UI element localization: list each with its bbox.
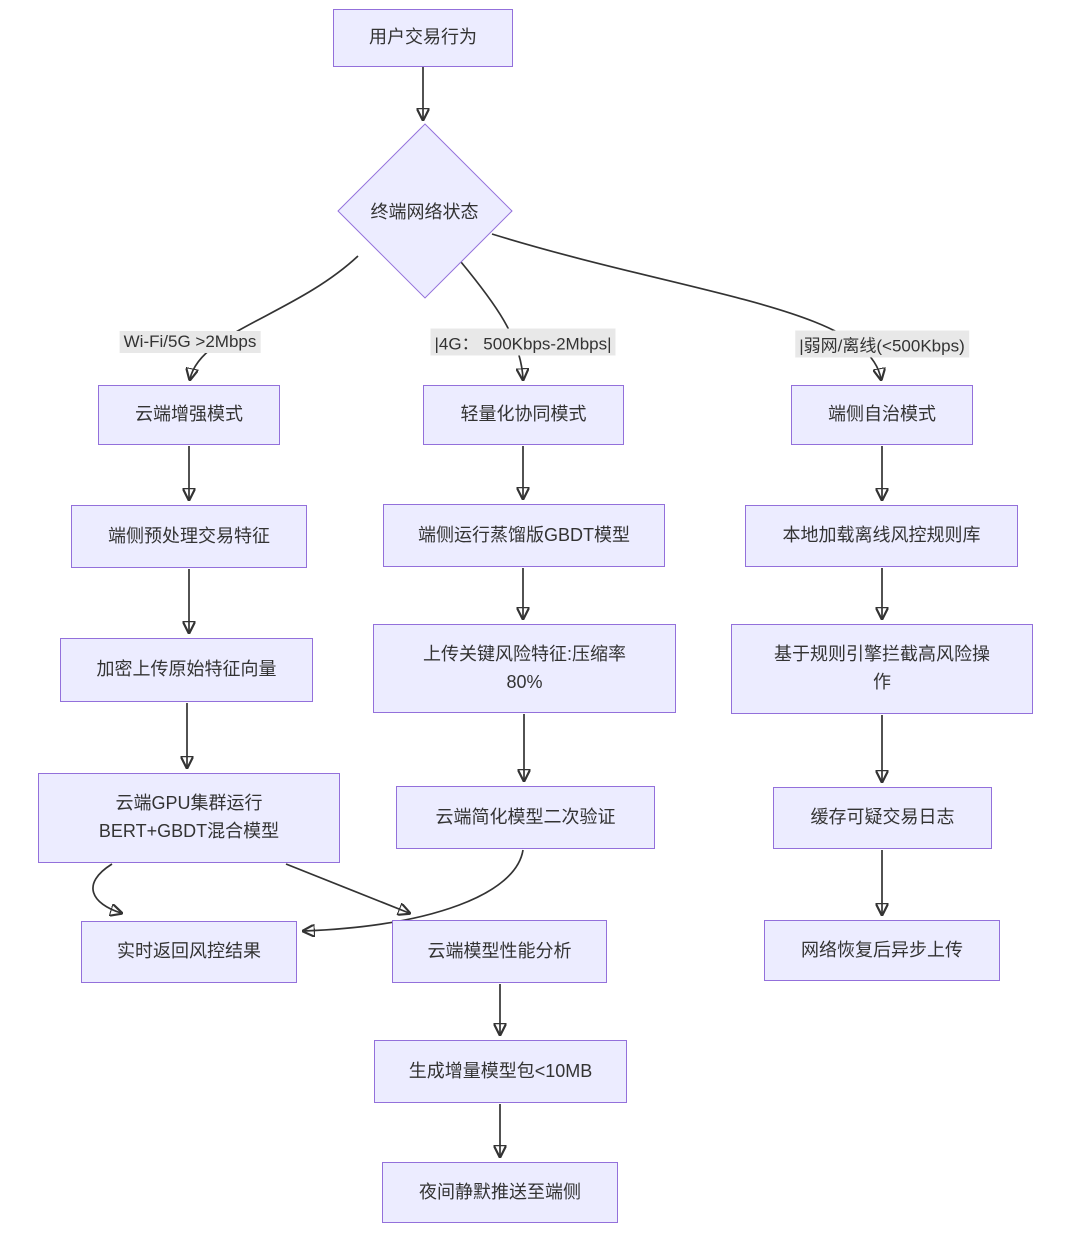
decision-network-status: 终端网络状态 (336, 122, 513, 299)
edge-status-to-light-mode (460, 261, 523, 379)
decision-label: 终端网络状态 (370, 201, 479, 222)
node-realtime-risk-result: 实时返回风控结果 (81, 921, 297, 983)
edge-gpu-to-perf (285, 863, 409, 913)
node-upload-key-features: 上传关键风险特征:压缩率 80% (373, 624, 676, 713)
node-load-offline-rules: 本地加载离线风控规则库 (745, 505, 1018, 567)
node-async-upload-after-recovery: 网络恢复后异步上传 (764, 920, 1000, 981)
edge-label-4g: |4G： 500Kbps-2Mbps| (430, 328, 616, 356)
node-cloud-secondary-verify: 云端简化模型二次验证 (396, 786, 655, 849)
node-gpu-cluster-model: 云端GPU集群运行 BERT+GBDT混合模型 (38, 773, 340, 863)
node-generate-model-package: 生成增量模型包<10MB (374, 1040, 627, 1103)
edge-verify-to-realtime (304, 849, 524, 931)
node-cache-suspicious-logs: 缓存可疑交易日志 (773, 787, 992, 849)
node-cloud-enhanced-mode: 云端增强模式 (98, 385, 280, 445)
edge-label-wifi-5g: Wi-Fi/5G >2Mbps (119, 331, 261, 353)
node-edge-autonomous-mode: 端侧自治模式 (791, 385, 973, 445)
node-cloud-model-perf-analysis: 云端模型性能分析 (392, 920, 607, 983)
node-night-silent-push: 夜间静默推送至端侧 (382, 1162, 618, 1223)
node-preprocess-features: 端侧预处理交易特征 (71, 505, 307, 568)
node-user-action: 用户交易行为 (333, 9, 513, 67)
edge-status-to-cloud-mode (190, 255, 359, 379)
node-encrypt-upload-vector: 加密上传原始特征向量 (60, 638, 313, 702)
node-lightweight-collab-mode: 轻量化协同模式 (423, 385, 624, 445)
node-rule-engine-block: 基于规则引擎拦截高风险操 作 (731, 624, 1033, 714)
node-run-distilled-gbdt: 端侧运行蒸馏版GBDT模型 (383, 504, 665, 567)
edge-gpu-to-realtime (92, 863, 121, 913)
edge-label-weak-offline: |弱网/离线(<500Kbps) (795, 330, 969, 358)
